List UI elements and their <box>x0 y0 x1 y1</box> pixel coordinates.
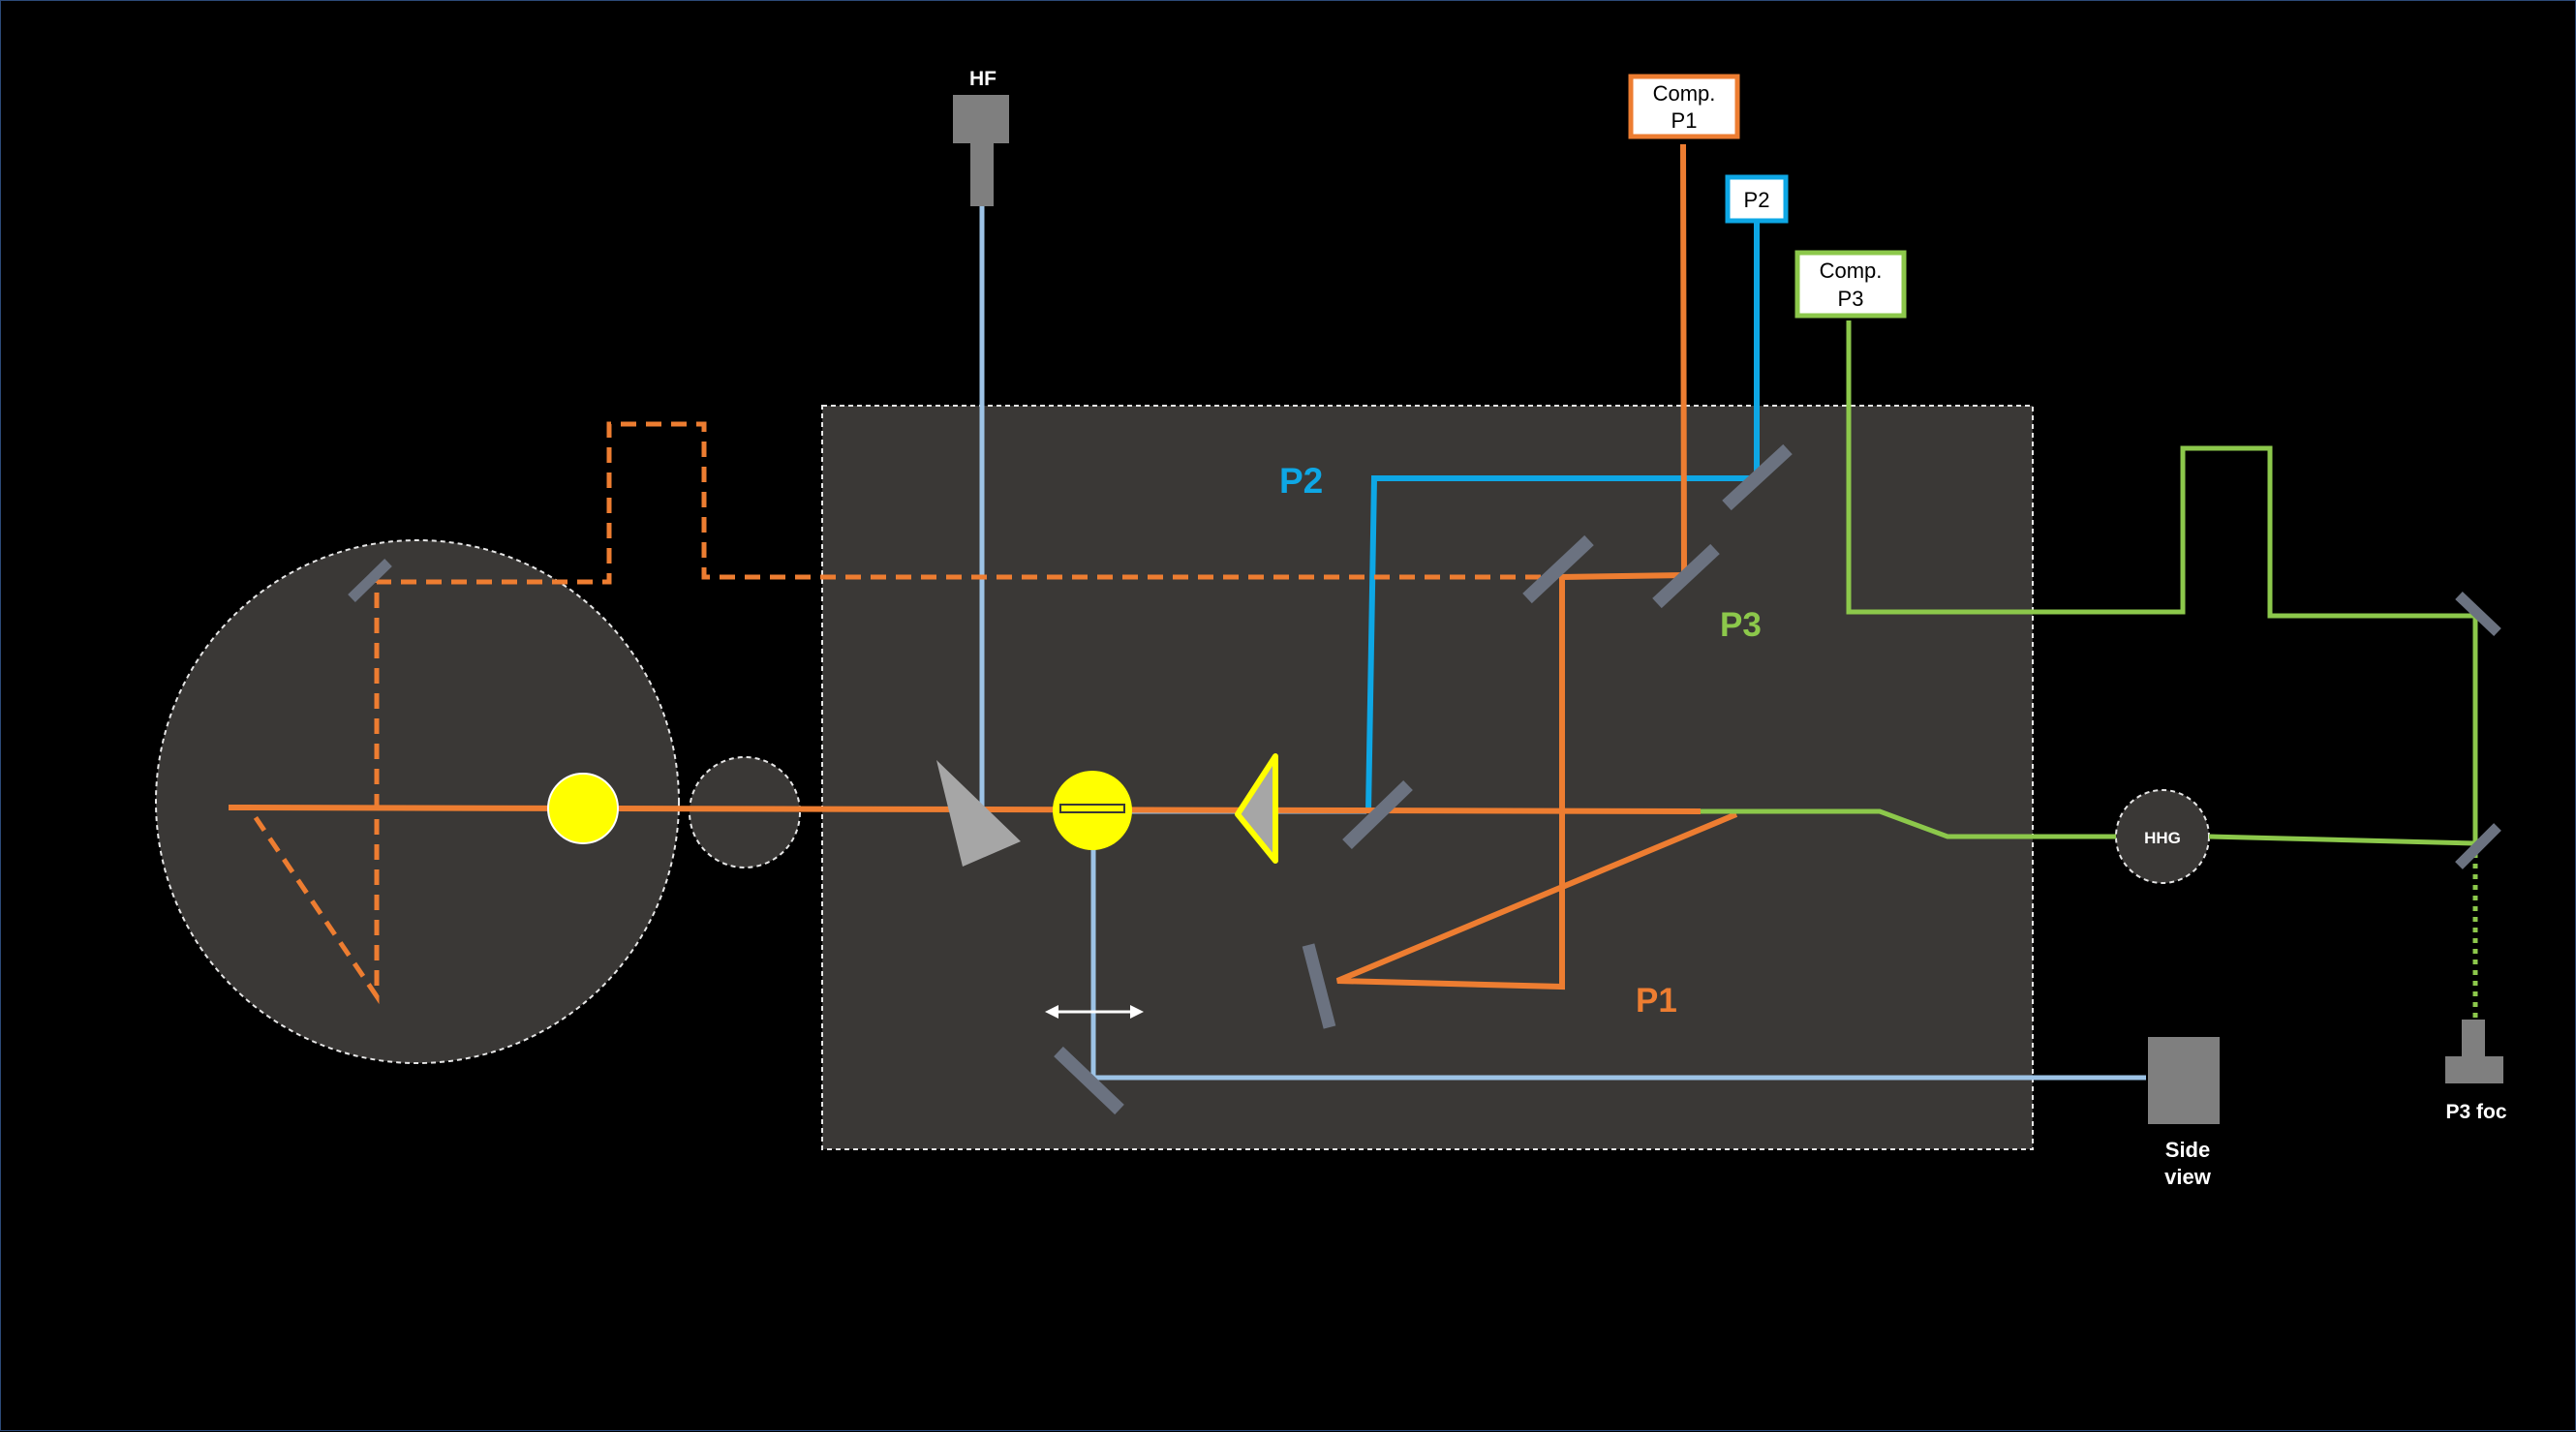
side-view-detector-icon <box>2148 1037 2220 1124</box>
comp-p3-label-line1: Comp. <box>1820 259 1883 283</box>
mirror-p2-comp <box>1722 443 1793 511</box>
side-view-label-line2: view <box>2164 1165 2212 1189</box>
p3-beam-after-hhg <box>1846 320 2478 846</box>
p2-box-label: P2 <box>1744 188 1770 212</box>
p1-beam <box>1335 143 1738 990</box>
comp-p1-label-line1: Comp. <box>1653 81 1716 106</box>
mirror-target-chamber <box>348 559 392 602</box>
side-view-label-line1: Side <box>2165 1138 2210 1162</box>
target-1 <box>547 773 619 844</box>
target-2-slot <box>1059 804 1125 813</box>
mirror-p3-bottom <box>2455 823 2501 869</box>
mirror-p1-dashed <box>1522 534 1594 604</box>
mirror-p3-top <box>2455 592 2501 636</box>
p3-foc-label: P3 foc <box>2445 1101 2506 1123</box>
small-chamber <box>689 756 801 868</box>
translation-arrow-left-head <box>1045 1005 1058 1019</box>
mirror-side-view <box>1054 1046 1124 1115</box>
prism-wedge <box>936 760 1021 867</box>
interaction-chamber <box>821 405 2034 1150</box>
target-chamber <box>155 539 680 1064</box>
mirror-p2-split <box>1342 779 1413 850</box>
mirror-p1-comp <box>1652 543 1720 609</box>
focusing-optic <box>1235 753 1278 864</box>
comp-p1-box <box>1628 74 1740 139</box>
p2-box <box>1725 174 1789 224</box>
path-p2-label: P2 <box>1279 461 1323 501</box>
comp-p3-box <box>1794 250 1907 319</box>
p3-focus-detector-icon <box>2445 1020 2503 1083</box>
comp-p1-label-line2: P1 <box>1671 108 1698 133</box>
hf-detector-icon <box>953 95 1009 206</box>
mirror-p1-delay <box>1302 943 1336 1029</box>
hhg-label: HHG <box>2144 829 2181 847</box>
hf-label: HF <box>969 68 997 90</box>
comp-p3-label-line2: P3 <box>1838 287 1864 311</box>
p1-dashed-beam <box>252 421 1541 1005</box>
path-p3-label: P3 <box>1720 606 1762 644</box>
p3-beam <box>1701 808 2116 839</box>
path-p1-label: P1 <box>1636 982 1677 1020</box>
translation-arrow-right-head <box>1130 1005 1144 1019</box>
